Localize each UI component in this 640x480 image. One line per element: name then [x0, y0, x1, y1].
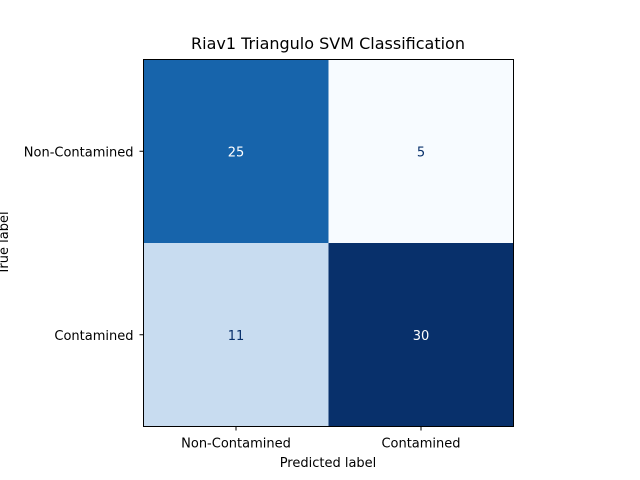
heatmap-cells: [143, 59, 514, 427]
y-axis-label: True label: [0, 211, 12, 275]
cell-value-label: 25: [228, 145, 245, 160]
cell-value-label: 30: [413, 329, 430, 344]
heatmap-cell-labels: 25 5 11 30: [228, 145, 430, 344]
cell-value-label: 11: [228, 329, 245, 344]
cell-value-label: 5: [417, 145, 425, 160]
y-tick-label: Contamined: [54, 329, 133, 344]
x-axis-label: Predicted label: [280, 456, 377, 471]
plot-frame: [143, 59, 514, 427]
heatmap-cell: [328, 243, 514, 427]
x-tick-label: Non-Contamined: [181, 437, 291, 452]
x-tick-label: Contamined: [381, 437, 460, 452]
chart-title: Riav1 Triangulo SVM Classification: [191, 34, 465, 53]
heatmap-cell: [143, 59, 329, 244]
heatmap-cell: [143, 243, 329, 427]
heatmap-cell: [328, 59, 514, 244]
x-axis-ticks: Non-Contamined Contamined: [181, 426, 461, 452]
y-tick-label: Non-Contamined: [24, 145, 134, 160]
